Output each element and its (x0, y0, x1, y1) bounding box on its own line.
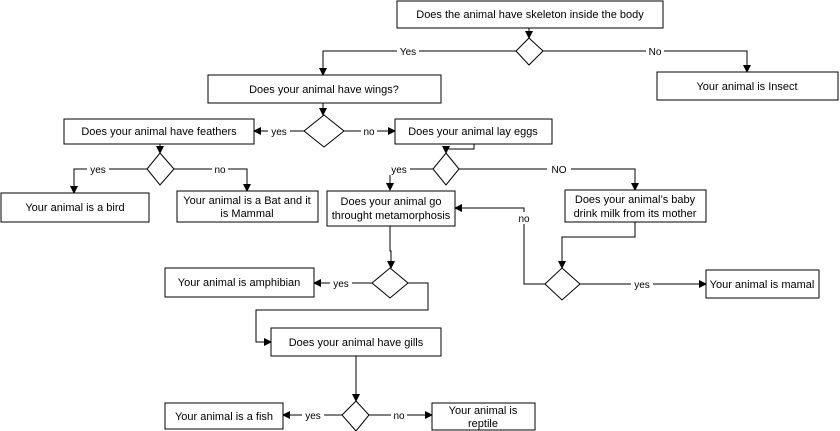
node-reptile: Your animal is reptile (431, 402, 536, 431)
connector-milk-to-decision (558, 222, 636, 269)
decision-diamonds (146, 37, 581, 431)
node-bird-text: Your animal is a bird (25, 202, 124, 214)
node-fish: Your animal is a fish (164, 402, 284, 430)
edge-label-gills-yes: yes (305, 411, 321, 422)
node-lay-eggs-question: Does your animal lay eggs (394, 118, 553, 145)
decision-wings (303, 114, 345, 148)
node-metamorphosis-text-2: throught metamorphosis (332, 210, 451, 222)
edge-labels: Yes No yes no yes no yes NO yes no yes y… (87, 45, 664, 422)
connector-eggs-no (459, 168, 639, 191)
node-bird: Your animal is a bird (0, 192, 150, 223)
node-milk-text-1: Does your animal’s baby (575, 194, 696, 206)
node-skeleton-question: Does the animal have skeleton inside the… (396, 0, 664, 29)
edge-label-wings-no: no (363, 127, 375, 138)
node-gills-text: Does your animal have gills (289, 337, 424, 349)
edge-label-skeleton-yes: Yes (400, 47, 416, 58)
connector-metamorphosis-no (255, 282, 429, 346)
node-wings-text: Does your animal have wings? (249, 84, 399, 96)
edge-label-metamorphosis-yes: yes (333, 279, 349, 290)
decision-metamorphosis (371, 267, 409, 299)
edge-label-eggs-no: NO (552, 165, 567, 176)
node-skeleton-text: Does the animal have skeleton inside the… (416, 9, 644, 21)
node-lay-eggs-text: Does your animal lay eggs (408, 126, 538, 138)
connector-feathers-no (174, 168, 251, 192)
connector-milk-no (454, 204, 545, 285)
connector-skeleton-no (543, 50, 751, 73)
node-fish-text: Your animal is a fish (175, 411, 273, 423)
decision-milk (544, 267, 581, 301)
decision-feathers (146, 152, 175, 186)
edge-label-wings-yes: yes (271, 127, 287, 138)
edge-label-gills-no: no (393, 411, 405, 422)
node-gills-question: Does your animal have gills (270, 327, 442, 357)
decision-lay-eggs (432, 152, 460, 186)
node-amphibian-text: Your animal is amphibian (178, 277, 301, 289)
edge-label-feathers-no: no (214, 165, 226, 176)
edge-label-eggs-yes: yes (391, 165, 407, 176)
node-feathers-text: Does your animal have feathers (81, 126, 237, 138)
node-reptile-text-2: reptile (468, 418, 498, 430)
node-mamal: Your animal is mamal (705, 269, 820, 299)
node-milk-question: Does your animal’s baby drink milk from … (564, 189, 707, 223)
decision-skeleton (515, 37, 544, 66)
connector-feathers-yes (70, 168, 147, 194)
edge-label-feathers-yes: yes (90, 165, 106, 176)
decision-gills (341, 400, 370, 431)
node-metamorphosis-question: Does your animal go throught metamorphos… (326, 190, 456, 227)
node-milk-text-2: drink milk from its mother (574, 208, 697, 220)
node-mamal-text: Your animal is mamal (710, 279, 815, 291)
node-amphibian: Your animal is amphibian (164, 267, 315, 298)
node-bat: Your animal is a Bat and it is Mammal (176, 190, 319, 223)
node-reptile-text-1: Your animal is (449, 405, 518, 417)
connector-eggs-to-decision (442, 144, 475, 154)
node-insect: Your animal is Insect (656, 71, 839, 101)
node-insect-text: Your animal is Insect (696, 81, 797, 93)
node-bat-text-1: Your animal is a Bat and it (183, 195, 310, 207)
node-feathers-question: Does your animal have feathers (63, 118, 255, 145)
edge-label-milk-yes: yes (634, 280, 650, 291)
node-bat-text-2: is Mammal (220, 208, 273, 220)
node-wings-question: Does your animal have wings? (207, 74, 442, 104)
node-metamorphosis-text-1: Does your animal go (341, 196, 442, 208)
connector-metamorphosis-to-decision (387, 226, 395, 269)
edge-label-milk-no: no (518, 214, 530, 225)
edge-label-skeleton-no: No (649, 47, 662, 58)
connector-skeleton-yes (319, 50, 516, 76)
